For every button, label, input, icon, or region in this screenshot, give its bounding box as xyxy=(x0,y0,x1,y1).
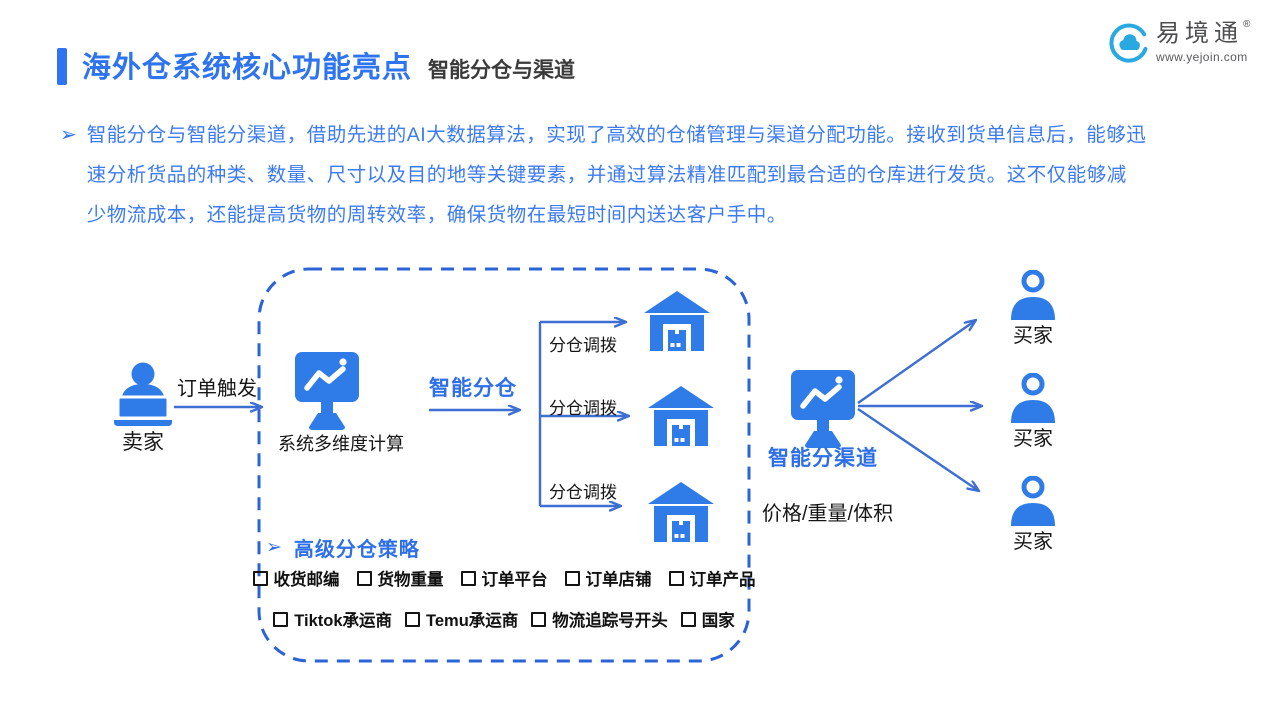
warehouse-icon-2 xyxy=(648,386,714,446)
system-label: 系统多维度计算 xyxy=(278,434,404,454)
channel-monitor-icon xyxy=(790,369,856,449)
checkbox-icon xyxy=(460,570,476,586)
order-trigger-label: 订单触发 xyxy=(177,378,257,400)
strategy-option: Temu承运商 xyxy=(405,607,518,631)
title-accent-bar xyxy=(57,48,67,85)
intro-text: 智能分仓与智能分渠道，借助先进的AI大数据算法，实现了高效的仓储管理与渠道分配功… xyxy=(87,115,1146,235)
strategy-option-label: Tiktok承运商 xyxy=(294,612,392,630)
strategy-option-label: 订单店铺 xyxy=(585,571,652,589)
strategy-options-row-1: 收货邮编 货物重量 订单平台 订单店铺 订单产品 xyxy=(252,566,756,590)
dispatch-label-2: 分仓调拨 xyxy=(549,399,617,418)
strategy-option: 收货邮编 xyxy=(252,566,340,590)
brand-url: www.yejoin.com xyxy=(1156,50,1248,64)
checkbox-icon xyxy=(405,611,420,627)
strategy-option-label: 订单产品 xyxy=(689,571,756,589)
strategy-option-label: Temu承运商 xyxy=(426,612,519,630)
page-subtitle: 智能分仓与渠道 xyxy=(428,59,576,82)
buyer-label-1: 买家 xyxy=(1013,325,1053,347)
strategy-option: 订单平台 xyxy=(460,566,548,590)
seller-icon xyxy=(114,361,172,427)
brand-name: 易境通® xyxy=(1156,19,1251,47)
strategy-option: 订单产品 xyxy=(668,566,756,590)
buyer-icon-2 xyxy=(1010,373,1056,423)
strategy-option-label: 货物重量 xyxy=(377,571,444,589)
strategy-options-row-2: Tiktok承运商 Temu承运商 物流追踪号开头 国家 xyxy=(258,607,750,631)
registered-mark: ® xyxy=(1243,19,1251,30)
checkbox-icon xyxy=(252,570,268,586)
strategy-option-label: 收货邮编 xyxy=(273,571,340,589)
header: 海外仓系统核心功能亮点 智能分仓与渠道 xyxy=(82,44,575,86)
intro-line-3: 少物流成本，还能提高货物的周转效率，确保货物在最短时间内送达客户手中。 xyxy=(86,204,787,226)
strategy-option: 订单店铺 xyxy=(564,566,652,590)
checkbox-icon xyxy=(356,570,372,586)
arrow-bullet-icon: ➢ xyxy=(60,124,77,146)
checkbox-icon xyxy=(680,611,696,627)
criteria-label: 价格/重量/体积 xyxy=(762,503,894,525)
buyer-icon-1 xyxy=(1010,270,1056,320)
strategy-option-label: 订单平台 xyxy=(481,571,548,589)
strategy-option: 物流追踪号开头 xyxy=(531,607,668,631)
seller-label: 卖家 xyxy=(122,431,164,454)
cloud-logo-icon xyxy=(1108,22,1150,64)
channel-label: 智能分渠道 xyxy=(768,447,878,470)
strategy-option: Tiktok承运商 xyxy=(273,607,392,631)
strategy-option: 货物重量 xyxy=(356,566,444,590)
page-title: 海外仓系统核心功能亮点 xyxy=(82,52,413,84)
strategy-option-label: 物流追踪号开头 xyxy=(552,612,668,630)
checkbox-icon xyxy=(668,570,684,586)
intro-paragraph: ➢ 智能分仓与智能分渠道，借助先进的AI大数据算法，实现了高效的仓储管理与渠道分… xyxy=(60,115,1146,235)
strategy-title: 高级分仓策略 xyxy=(293,539,420,561)
dispatch-label-3: 分仓调拨 xyxy=(549,483,617,502)
intro-line-2: 速分析货品的种类、数量、尺寸以及目的地等关键要素，并通过算法精准匹配到最合适的仓… xyxy=(86,164,1127,186)
buyer-label-3: 买家 xyxy=(1013,531,1053,553)
buyer-label-2: 买家 xyxy=(1013,428,1053,450)
strategy-option-label: 国家 xyxy=(701,612,735,630)
warehouse-icon-1 xyxy=(644,291,710,351)
buyer-icon-3 xyxy=(1010,476,1056,526)
intro-line-1: 智能分仓与智能分渠道，借助先进的AI大数据算法，实现了高效的仓储管理与渠道分配功… xyxy=(86,124,1147,146)
strategy-option: 国家 xyxy=(680,607,735,631)
strategy-header: ➢ 高级分仓策略 xyxy=(266,533,420,562)
arrow-bullet-icon: ➢ xyxy=(266,537,282,558)
dispatch-label-1: 分仓调拨 xyxy=(549,336,617,355)
brand-logo: 易境通® www.yejoin.com xyxy=(1108,19,1251,64)
checkbox-icon xyxy=(531,611,547,627)
checkbox-icon xyxy=(564,570,580,586)
checkbox-icon xyxy=(273,611,289,627)
system-monitor-icon xyxy=(294,351,360,431)
warehouse-icon-3 xyxy=(648,482,714,542)
smart-split-label: 智能分仓 xyxy=(429,377,517,400)
